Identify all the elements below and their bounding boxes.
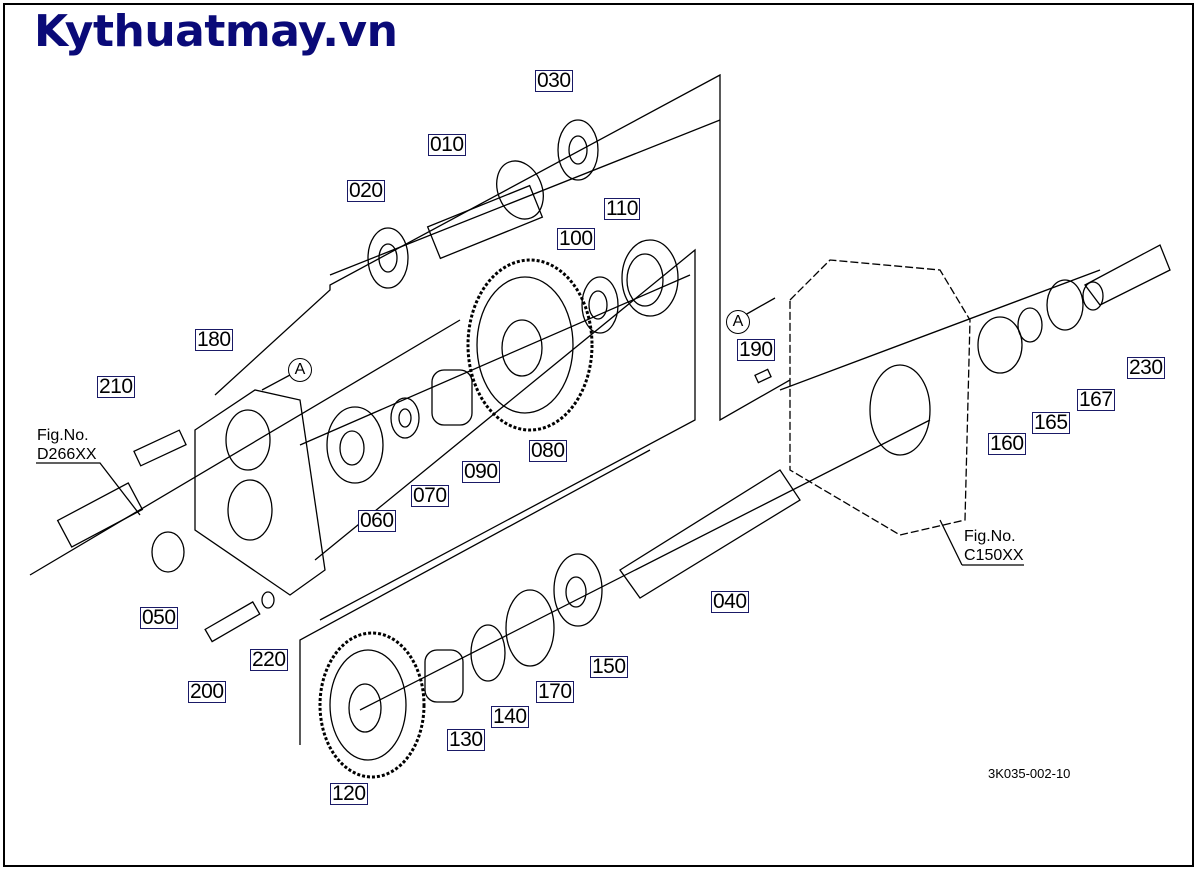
callout-100[interactable]: 100: [557, 227, 595, 250]
part-140-washer: [470, 624, 506, 682]
part-110-bearing: [621, 239, 679, 317]
axis-line-4: [359, 419, 931, 711]
section-boundary-middle: [314, 248, 696, 621]
diagram-code: 3K035-002-10: [988, 766, 1071, 781]
part-080-gear: [466, 258, 594, 432]
brand-title: Kythuatmay.vn: [34, 6, 398, 57]
part-150-bearing: [553, 553, 603, 627]
part-100-hub: [581, 276, 619, 334]
callout-060[interactable]: 060: [358, 509, 396, 532]
callout-190[interactable]: 190: [737, 338, 775, 361]
diagram-frame: [3, 3, 1194, 867]
callout-170[interactable]: 170: [536, 680, 574, 703]
callout-167[interactable]: 167: [1077, 388, 1115, 411]
figure-ref-c150[interactable]: Fig.No. C150XX: [964, 527, 1024, 565]
callout-080[interactable]: 080: [529, 439, 567, 462]
part-200-bolt: [204, 601, 261, 643]
part-170-circlip: [505, 589, 555, 667]
part-130-needle-bearing: [424, 649, 464, 703]
arrow-to-A-upper: [261, 374, 291, 391]
callout-030[interactable]: 030: [535, 69, 573, 92]
callout-165[interactable]: 165: [1032, 411, 1070, 434]
axis-line-5: [779, 269, 1101, 391]
part-010-pinion-shaft: [426, 160, 544, 260]
arrow-to-A-right: [744, 297, 776, 316]
section-boundary-upper: [214, 73, 791, 422]
part-165-circlip: [1017, 307, 1043, 343]
callout-040[interactable]: 040: [711, 590, 749, 613]
axis-line-1: [29, 319, 461, 576]
figref-leader-d266: [36, 462, 141, 516]
callout-010[interactable]: 010: [428, 133, 466, 156]
left-shaft: [56, 482, 144, 548]
callout-140[interactable]: 140: [491, 705, 529, 728]
part-090-needle-bearing: [431, 369, 473, 426]
section-marker-A-right: A: [726, 310, 750, 334]
callout-050[interactable]: 050: [140, 606, 178, 629]
callout-220[interactable]: 220: [250, 648, 288, 671]
axis-line-3: [299, 274, 691, 446]
part-040-shaft: [619, 469, 801, 599]
part-050-seal: [151, 531, 185, 573]
callout-020[interactable]: 020: [347, 179, 385, 202]
part-180-cover: [194, 389, 326, 596]
part-120-gear: [318, 631, 426, 779]
figure-ref-d266[interactable]: Fig.No. D266XX: [37, 426, 97, 464]
callout-180[interactable]: 180: [195, 328, 233, 351]
part-167-washer: [1046, 279, 1084, 331]
figure-ref-code: D266XX: [37, 446, 97, 463]
callout-110[interactable]: 110: [604, 197, 640, 220]
callout-070[interactable]: 070: [411, 484, 449, 507]
axis-line-2: [329, 119, 721, 276]
callout-120[interactable]: 120: [330, 782, 368, 805]
callout-090[interactable]: 090: [462, 460, 500, 483]
callout-130[interactable]: 130: [447, 728, 485, 751]
callout-230[interactable]: 230: [1127, 356, 1165, 379]
part-060-bearing: [326, 406, 384, 484]
figure-ref-label: Fig.No.: [964, 528, 1016, 545]
callout-150[interactable]: 150: [590, 655, 628, 678]
callout-160[interactable]: 160: [988, 432, 1026, 455]
part-210-bolt: [133, 429, 187, 467]
part-160-seal: [977, 316, 1023, 374]
callout-200[interactable]: 200: [188, 680, 226, 703]
part-230-sleeve: [1082, 244, 1171, 311]
figref-leader-c150b: [939, 519, 963, 566]
section-boundary-lower: [299, 449, 651, 745]
part-190-pin: [754, 368, 772, 384]
figure-ref-code: C150XX: [964, 547, 1024, 564]
callout-210[interactable]: 210: [97, 375, 135, 398]
part-030-bearing: [557, 119, 599, 181]
part-housing: [789, 259, 971, 536]
part-070-collar: [390, 397, 420, 439]
part-220-washer: [261, 591, 275, 609]
figure-ref-label: Fig.No.: [37, 427, 89, 444]
part-020-bearing: [367, 227, 409, 289]
section-marker-A-left: A: [288, 358, 312, 382]
